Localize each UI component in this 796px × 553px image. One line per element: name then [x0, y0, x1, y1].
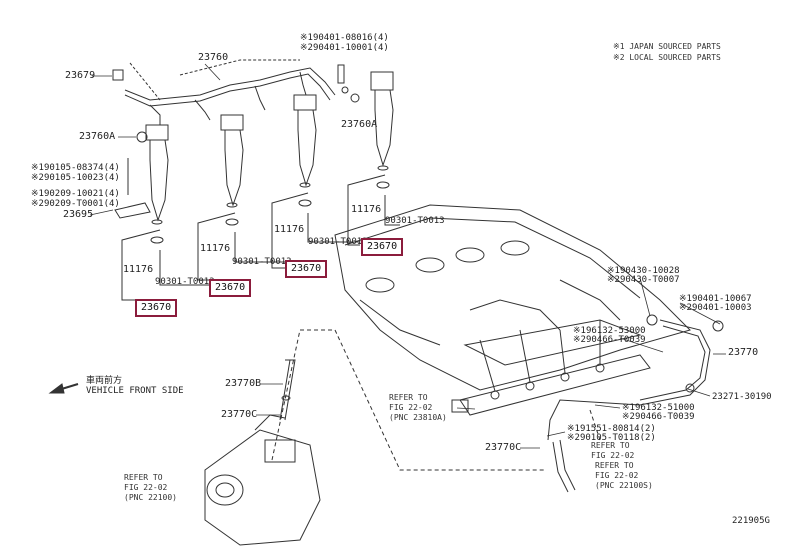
label-right-1b: ※290430-T0007: [607, 275, 680, 285]
injection-pump: [205, 360, 320, 545]
label-right-2b: ※290401-10003: [679, 303, 752, 313]
label-top-bolt-1: ※190401-08016(4): [300, 33, 389, 43]
ref-right-5: (PNC 22100S): [595, 481, 653, 490]
label-right-1a: ※190430-10028: [607, 266, 680, 276]
return-pipe-23770: [548, 315, 723, 440]
injector-1: [146, 125, 168, 243]
ref-right-2: FIG 22-02: [591, 451, 635, 460]
ref-mid-2: FIG 22-02: [389, 403, 433, 412]
label-right-4a: ※196132-51000: [622, 403, 695, 413]
label-front-en: VEHICLE FRONT SIDE: [86, 386, 184, 396]
label-left-nut-1: ※190209-10021(4): [31, 189, 120, 199]
injector-3: [294, 95, 316, 206]
label-23695: 23695: [63, 209, 94, 220]
label-23770C-left: 23770C: [221, 409, 258, 420]
label-left-nut-2: ※290209-T0001(4): [31, 199, 120, 209]
dashed-leaders: [272, 330, 600, 470]
label-90301-a: 90301-T0013: [155, 277, 215, 287]
leak-off-pipe-23760: [125, 60, 335, 125]
ref-right-1: REFER TO: [591, 441, 630, 450]
legend-local: ※2 LOCAL SOURCED PARTS: [613, 53, 721, 62]
ref-right-3: REFER TO: [595, 461, 634, 470]
ref-pump-3: (PNC 22100): [124, 493, 177, 502]
label-23770C-right: 23770C: [485, 442, 522, 453]
label-90301-d: 90301-T0013: [385, 216, 445, 226]
label-23770B: 23770B: [225, 378, 262, 389]
label-11176-d: 11176: [351, 204, 382, 215]
label-90301-c: 90301-T0013: [308, 237, 368, 247]
label-23760A-left: 23760A: [79, 131, 116, 142]
callout-23670-2[interactable]: 23670: [209, 279, 252, 297]
injection-pipes: [480, 320, 600, 391]
label-23770: 23770: [728, 347, 759, 358]
label-front-jp: 車両前方: [86, 376, 123, 386]
label-left-bolt-1: ※190105-08374(4): [31, 163, 120, 173]
injector-2: [221, 115, 243, 225]
front-arrow: [50, 384, 78, 393]
label-right-4b: ※290466-T0039: [622, 412, 695, 422]
label-right-3a: ※196132-53000: [573, 326, 646, 336]
label-top-bolt-2: ※290401-10001(4): [300, 43, 389, 53]
callout-23670-1[interactable]: 23670: [135, 299, 178, 317]
bracket-lines: [122, 175, 400, 300]
ref-pump-2: FIG 22-02: [124, 483, 168, 492]
label-11176-c: 11176: [274, 224, 305, 235]
label-11176-a: 11176: [123, 264, 154, 275]
label-23271: 23271-30190: [712, 392, 772, 402]
label-23760A-right: 23760A: [341, 119, 378, 130]
label-right-2a: ※190401-10067: [679, 294, 752, 304]
label-right-5a: ※191551-80814(2): [567, 424, 656, 434]
injector-4: [371, 72, 393, 188]
ref-pump-1: REFER TO: [124, 473, 163, 482]
label-right-3b: ※290466-T0039: [573, 335, 646, 345]
label-23760: 23760: [198, 52, 229, 63]
ref-mid-1: REFER TO: [389, 393, 428, 402]
label-90301-b: 90301-T0013: [232, 257, 292, 267]
small-parts: [113, 65, 359, 218]
callout-23670-4[interactable]: 23670: [361, 238, 404, 256]
callout-23670-3[interactable]: 23670: [285, 260, 328, 278]
label-left-bolt-2: ※290105-10023(4): [31, 173, 120, 183]
legend-japan: ※1 JAPAN SOURCED PARTS: [613, 42, 721, 51]
leader-lines: [90, 64, 726, 448]
fuel-hose: [553, 440, 575, 492]
ref-right-4: FIG 22-02: [595, 471, 639, 480]
label-11176-b: 11176: [200, 243, 231, 254]
engine-block: [335, 205, 690, 390]
label-right-5b: ※290105-T0118(2): [567, 433, 656, 443]
ref-mid-3: (PNC 23810A): [389, 413, 447, 422]
diagram-id: 221905G: [732, 516, 770, 526]
label-23679: 23679: [65, 70, 96, 81]
